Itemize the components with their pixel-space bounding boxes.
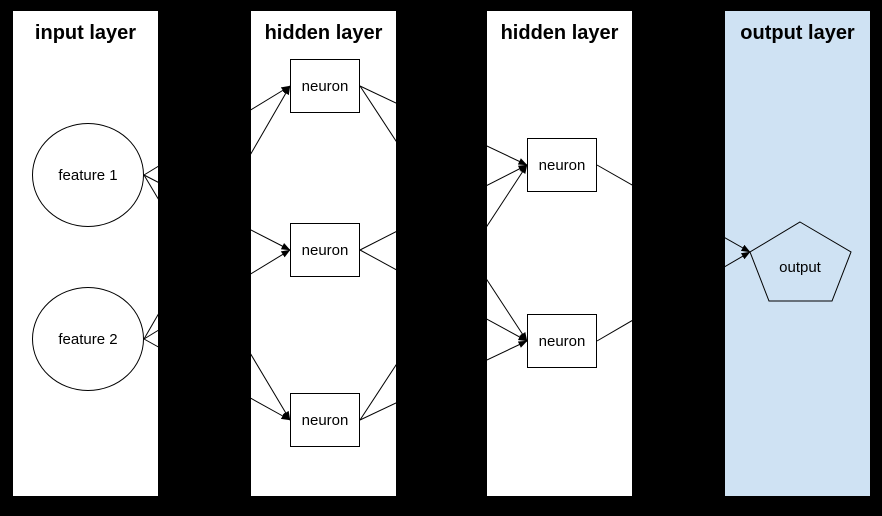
node-hidden1-neuron-3: neuron <box>290 393 360 447</box>
node-hidden2-neuron-1: neuron <box>527 138 597 192</box>
node-label: neuron <box>538 156 586 174</box>
node-label: neuron <box>538 332 586 350</box>
layer-hidden-1: hidden layer neuron neuron neuron <box>251 11 396 496</box>
node-output-label: output <box>779 259 821 276</box>
node-hidden1-neuron-2: neuron <box>290 223 360 277</box>
layer-title: hidden layer <box>264 22 383 44</box>
node-label: feature 2 <box>58 330 118 348</box>
layer-output: output layer output <box>725 11 870 496</box>
node-hidden2-neuron-2: neuron <box>527 314 597 368</box>
layer-title: hidden layer <box>500 22 619 44</box>
node-label: feature 1 <box>58 166 118 184</box>
layer-hidden-2: hidden layer neuron neuron <box>487 11 632 496</box>
node-hidden1-neuron-1: neuron <box>290 59 360 113</box>
node-label: neuron <box>301 411 349 429</box>
node-label: neuron <box>301 77 349 95</box>
layer-input: input layer feature 1 feature 2 <box>13 11 158 496</box>
layer-title: input layer <box>34 22 137 44</box>
node-feature-2: feature 2 <box>32 287 144 391</box>
node-feature-1: feature 1 <box>32 123 144 227</box>
node-label: neuron <box>301 241 349 259</box>
layer-title: output layer <box>740 22 855 44</box>
